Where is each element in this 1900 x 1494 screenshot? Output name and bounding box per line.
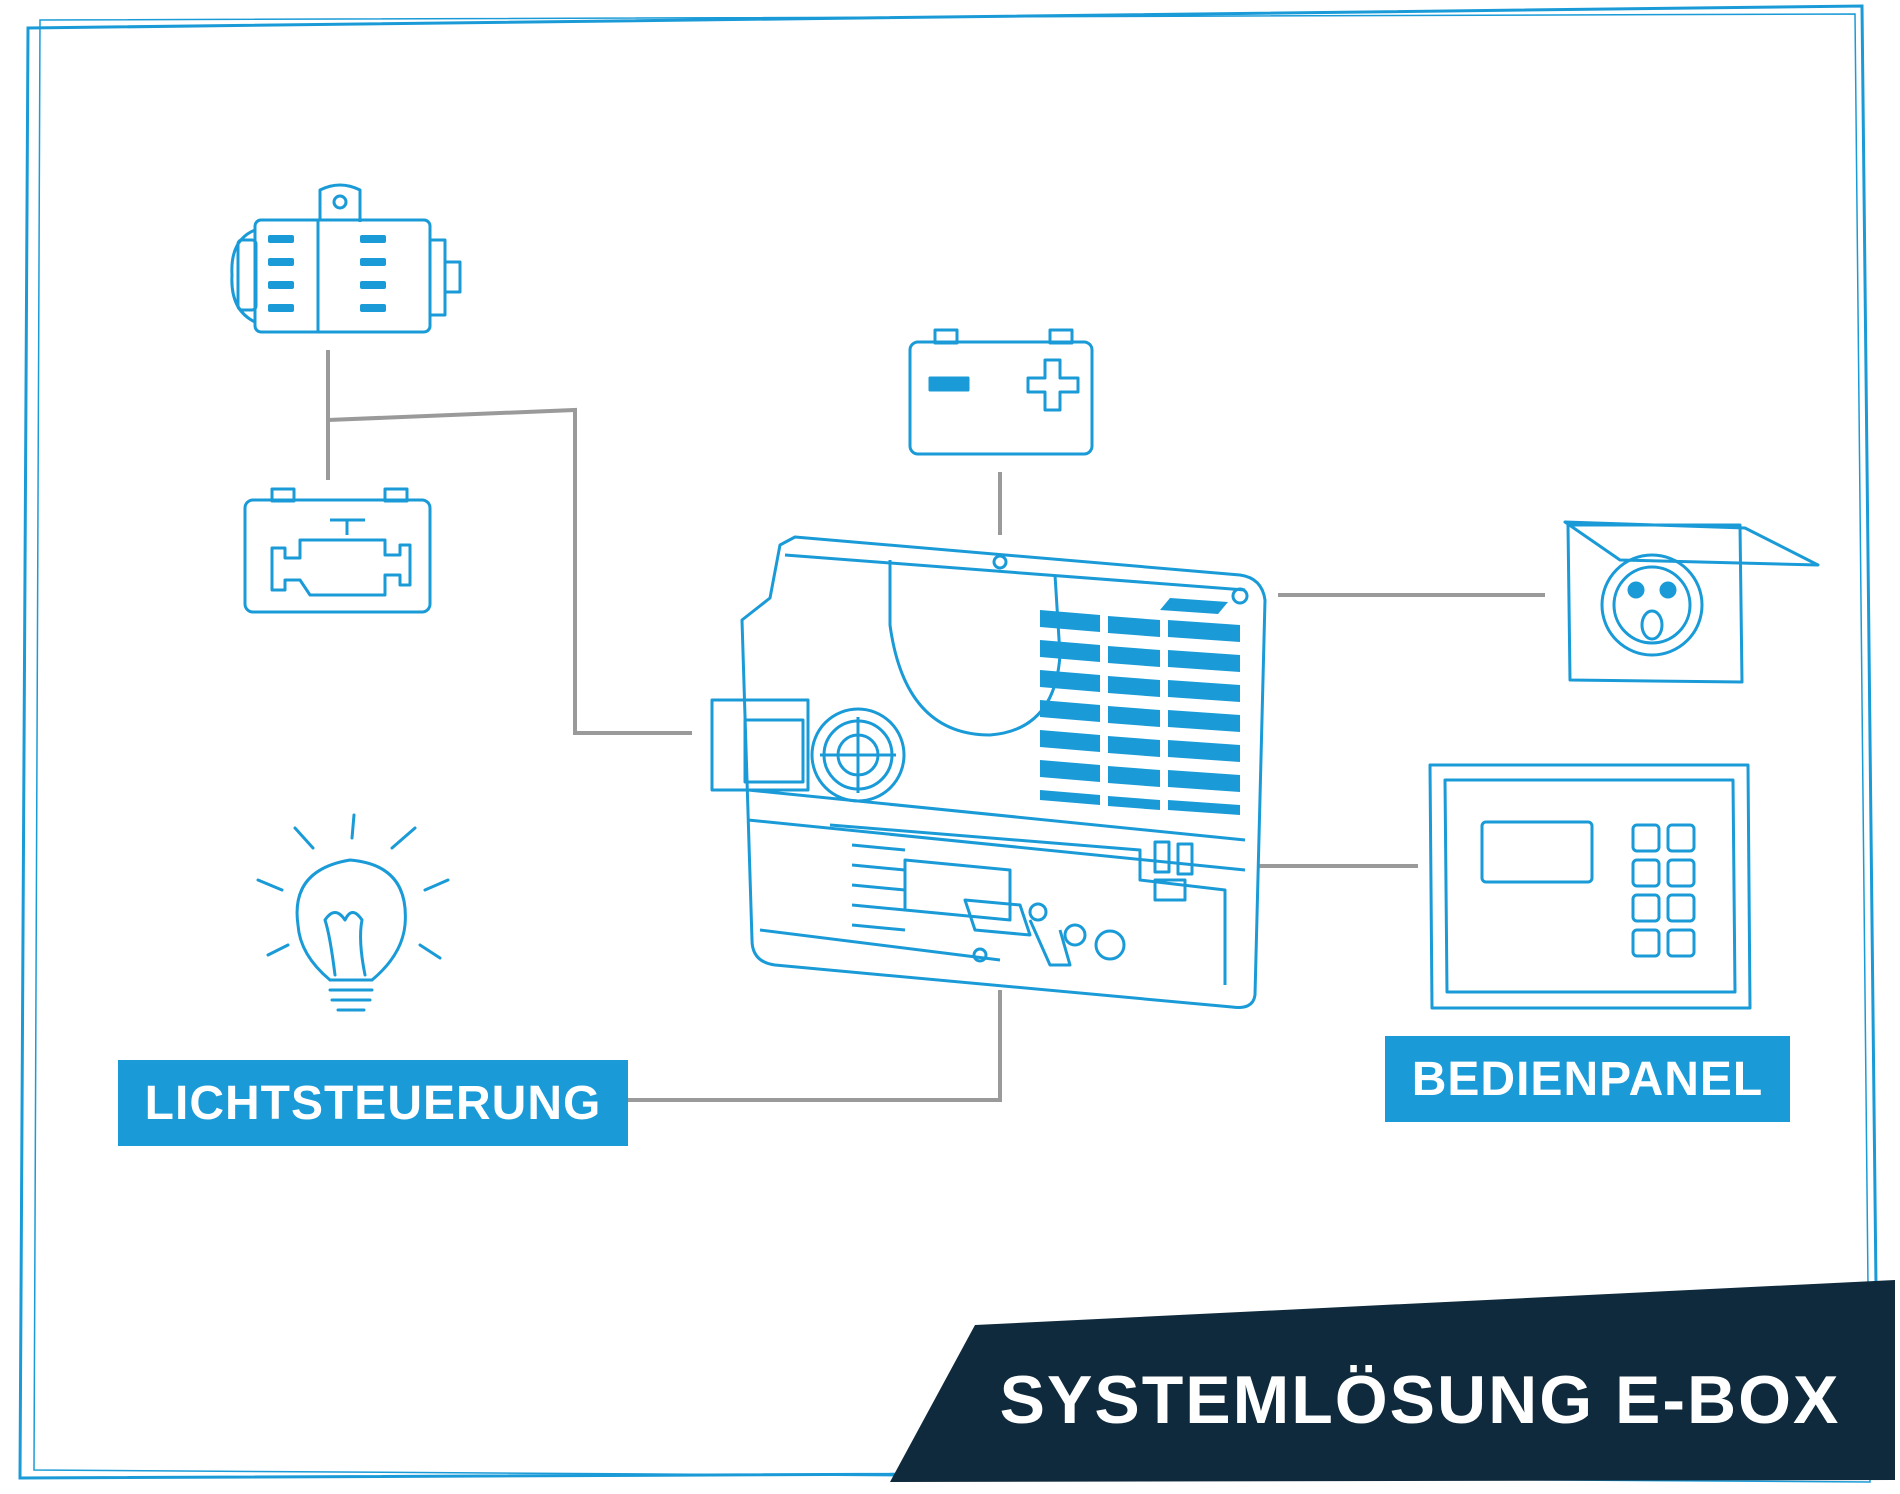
alternator-icon <box>230 183 462 334</box>
power-socket-icon <box>1563 520 1820 684</box>
bedienpanel-label: BEDIENPANEL <box>1385 1036 1790 1122</box>
diagram-title: SYSTEMLÖSUNG E-BOX <box>999 1362 1841 1438</box>
ebox-vents <box>1040 598 1240 815</box>
ebox-unit-icon <box>710 535 1267 1009</box>
frame <box>18 4 1880 1483</box>
title-band <box>890 1280 1895 1482</box>
engine-battery-icon <box>243 487 432 614</box>
control-panel-icon <box>1428 763 1752 1010</box>
lichtsteuerung-label: LICHTSTEUERUNG <box>118 1060 628 1146</box>
connection-lines <box>326 350 1545 1102</box>
battery-icon <box>908 328 1094 456</box>
light-bulb-icon <box>256 813 450 1012</box>
